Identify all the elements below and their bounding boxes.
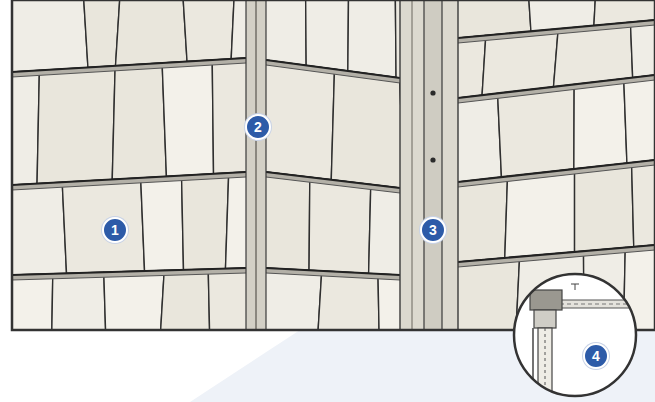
course-line (266, 65, 400, 83)
course-shadow (12, 58, 246, 77)
course-line (458, 245, 655, 262)
joint-trim (246, 0, 266, 330)
shake-piece (632, 159, 655, 247)
course-line (12, 273, 246, 280)
course-shadow (266, 268, 400, 280)
course-line (458, 20, 655, 38)
shake-piece (162, 60, 213, 176)
shake-piece (348, 0, 396, 77)
course-line (458, 160, 655, 182)
callout-number: 4 (583, 343, 609, 369)
shake-piece (83, 0, 120, 67)
course-line (458, 80, 655, 103)
inset-border (514, 274, 636, 396)
corner-trim (400, 0, 458, 330)
trim-board (400, 0, 458, 330)
trim-piece (534, 310, 556, 328)
course-shadow (458, 245, 655, 267)
shake-piece (309, 177, 371, 273)
callout-number: 2 (245, 114, 271, 140)
shake-piece (141, 176, 184, 271)
shake-piece (160, 269, 210, 330)
fastener-dot (430, 90, 435, 95)
dashed-line (560, 304, 650, 305)
shake-piece (52, 272, 106, 330)
shake-piece (306, 0, 349, 71)
detail-inset (514, 274, 655, 402)
trim-line (441, 0, 442, 330)
shake-piece (112, 63, 166, 179)
trim-line (423, 0, 424, 330)
fastener-dot (430, 157, 435, 162)
shake-piece (183, 0, 234, 62)
course-line (458, 75, 655, 98)
fastener (575, 284, 576, 290)
callout-number: 1 (102, 217, 128, 243)
shake-piece (575, 163, 634, 252)
shake-piece (574, 79, 627, 169)
joint-edge (245, 0, 246, 330)
callout-number: 3 (420, 217, 446, 243)
shake-piece (182, 173, 229, 270)
shake-piece (450, 257, 519, 330)
shake-piece (498, 84, 575, 177)
course-shadow (266, 172, 400, 193)
shake-piece (12, 0, 88, 72)
course-line (458, 250, 655, 267)
shake-piece (116, 0, 188, 66)
shake-piece (505, 169, 575, 258)
trim-line (399, 0, 400, 330)
course-line (266, 172, 400, 188)
shake-piece (260, 171, 310, 270)
course-line (266, 273, 400, 280)
sheathing-line (532, 328, 534, 400)
shake-piece (624, 70, 655, 163)
shake-piece (317, 271, 379, 330)
shake-piece (104, 270, 164, 330)
shake-piece (12, 182, 67, 276)
course-shadow (12, 268, 246, 280)
trim-channel (424, 0, 442, 330)
shake-piece (62, 178, 144, 274)
trim-block (530, 290, 562, 310)
course-shadow (12, 172, 246, 190)
course-line (266, 60, 400, 78)
joint-strip (246, 0, 266, 330)
trim-line (412, 0, 413, 330)
shake-piece (263, 0, 306, 65)
shake-piece (331, 69, 403, 188)
course-line (266, 177, 400, 193)
course-shadow (458, 160, 655, 187)
joint-center (255, 0, 257, 330)
course-line (458, 25, 655, 43)
course-line (12, 177, 246, 190)
shake-piece (12, 70, 39, 185)
course-shadow (266, 60, 400, 83)
course-line (12, 63, 246, 77)
course-shadow (458, 20, 655, 43)
fastener (571, 284, 579, 285)
course-line (458, 165, 655, 187)
shake-piece (37, 66, 115, 184)
shake-piece (12, 274, 53, 330)
soffit-board (556, 300, 655, 308)
joint-edge (265, 0, 266, 330)
trim-line (457, 0, 458, 330)
course-shadow (458, 75, 655, 103)
